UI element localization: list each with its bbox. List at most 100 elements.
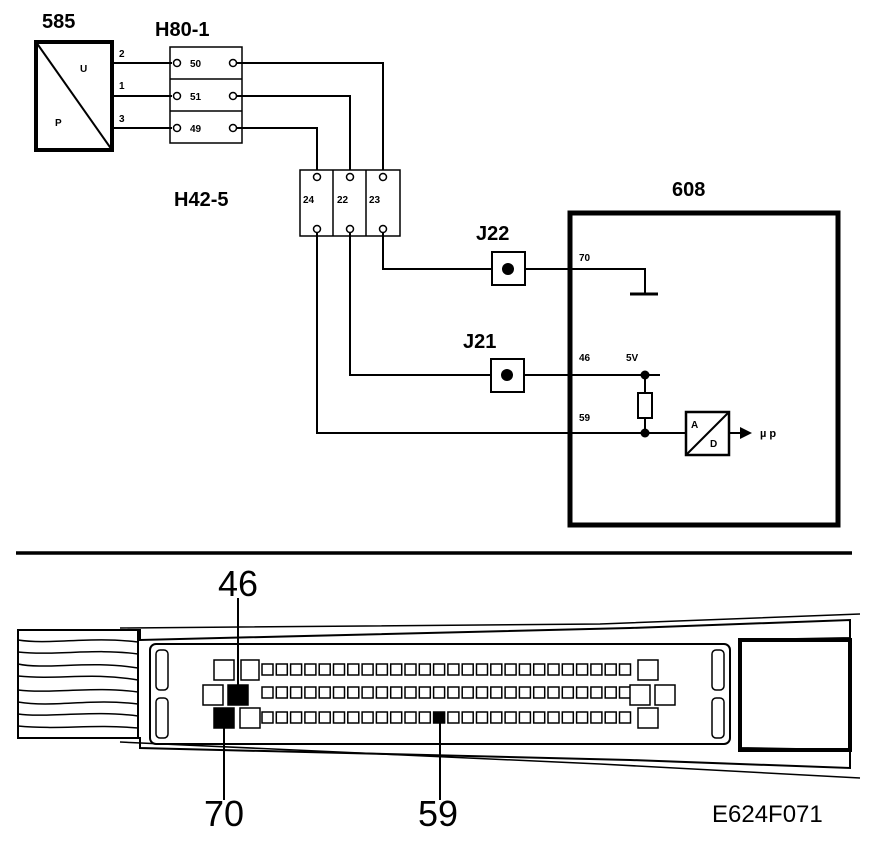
ecu-pin-70: 70: [579, 253, 591, 264]
connector-pin: [461, 711, 474, 724]
connector-h42-5: H42-5 24 22 23: [174, 169, 401, 237]
connector-pin: [604, 711, 617, 724]
connector-pin: [289, 686, 303, 699]
wire-49-24: [237, 127, 318, 170]
h42-terminal: [345, 172, 355, 182]
h42-terminal: [378, 172, 388, 182]
connector-pin-large: [240, 659, 260, 681]
connector-pin: [447, 686, 460, 699]
connector-latch: [738, 638, 852, 752]
callout-label-70: 70: [204, 793, 244, 834]
connector-pin: [275, 663, 289, 676]
j21-node: [501, 369, 513, 381]
connector-pin-large: [239, 707, 261, 729]
ground-wire: [570, 268, 646, 294]
connector-pin: [332, 711, 346, 724]
j22-node: [502, 263, 514, 275]
connector-pin: [361, 686, 374, 699]
connector-pin: [504, 663, 517, 676]
connector-pin: [547, 663, 560, 676]
h80-id-label: H80-1: [155, 19, 209, 41]
connector-pin-large: [637, 707, 659, 729]
connector-pin: [404, 663, 417, 676]
connector-pin: [618, 663, 632, 676]
h80-pin-51: 51: [190, 92, 202, 103]
sensor-diagonal: [35, 41, 113, 151]
connector-pin: [547, 711, 560, 724]
connector-pin: [332, 686, 346, 699]
connector-pin: [318, 686, 331, 699]
connector-pin: [404, 686, 417, 699]
pullup-resistor: [637, 392, 653, 419]
h42-id-label: H42-5: [174, 189, 228, 211]
connector-pin: [332, 663, 346, 676]
j21-label: J21: [463, 331, 496, 353]
connector-pin: [418, 711, 432, 724]
connector-pin-large: [202, 684, 224, 706]
connector-pin: [561, 686, 575, 699]
connector-pin: [590, 711, 603, 724]
h42-terminal: [378, 224, 388, 234]
connector-pin: [504, 711, 517, 724]
sensor-id-label: 585: [42, 11, 75, 33]
connector-pin: [532, 686, 546, 699]
node-signal: [640, 428, 650, 438]
h42-terminal: [312, 224, 322, 234]
connector-pin: [289, 663, 303, 676]
connector-pin-large: [629, 684, 651, 706]
figure-code: E624F071: [712, 801, 823, 828]
j22-label: J22: [476, 223, 509, 245]
connector-pin: [347, 663, 360, 676]
connector-pin-large: [654, 684, 676, 706]
h80-terminal: [172, 123, 182, 133]
connector-pin: [475, 686, 489, 699]
connector-pin: [604, 686, 617, 699]
splice-j22: J22: [476, 223, 526, 286]
sensor-letter-u: U: [80, 64, 87, 75]
h80-terminal: [228, 58, 238, 68]
connector-pin: [575, 711, 589, 724]
adc-diagonal: [685, 411, 730, 456]
connector-pin: [375, 663, 389, 676]
ecu-id-label: 608: [672, 179, 705, 201]
connector-pin: [375, 711, 389, 724]
connector-pin: [304, 711, 317, 724]
splice-j21: J21: [463, 331, 525, 393]
connector-pin: [532, 663, 546, 676]
connector-pin: [389, 686, 403, 699]
connector-pin: [618, 711, 632, 724]
connector-pin: [389, 663, 403, 676]
h42-terminal: [345, 224, 355, 234]
wire-50-23: [237, 62, 384, 170]
connector-pin: [375, 686, 389, 699]
micro-label: µ p: [760, 428, 776, 440]
h80-pin-50: 50: [190, 59, 202, 70]
h80-pin-49: 49: [190, 124, 202, 135]
h80-terminal: [172, 58, 182, 68]
connector-pin: [547, 686, 560, 699]
connector-pin: [289, 711, 303, 724]
callout-label-59: 59: [418, 793, 458, 834]
h80-terminal: [228, 123, 238, 133]
connector-pin: [447, 711, 460, 724]
ecu-608: 608 70 46 5V 59 A D µ p: [567, 179, 841, 528]
h80-terminal: [228, 91, 238, 101]
sensor-pin-2: 2: [119, 49, 125, 60]
connector-pin: [418, 663, 432, 676]
ecu-pin-46: 46: [579, 353, 591, 364]
connector-pin: [561, 711, 575, 724]
ecu-body: [567, 210, 841, 528]
connector-pin: [590, 686, 603, 699]
connector-pin: [261, 686, 274, 699]
wire-24-59: [316, 233, 570, 434]
connector-pin: [504, 686, 517, 699]
connector-pin: [404, 711, 417, 724]
connector-pin: [475, 711, 489, 724]
h42-pin-22: 22: [337, 195, 349, 206]
connector-pin: [532, 711, 546, 724]
connector-pin: [575, 663, 589, 676]
h80-terminal: [172, 91, 182, 101]
pin-grid: [202, 659, 676, 729]
connector-pin: [518, 711, 532, 724]
